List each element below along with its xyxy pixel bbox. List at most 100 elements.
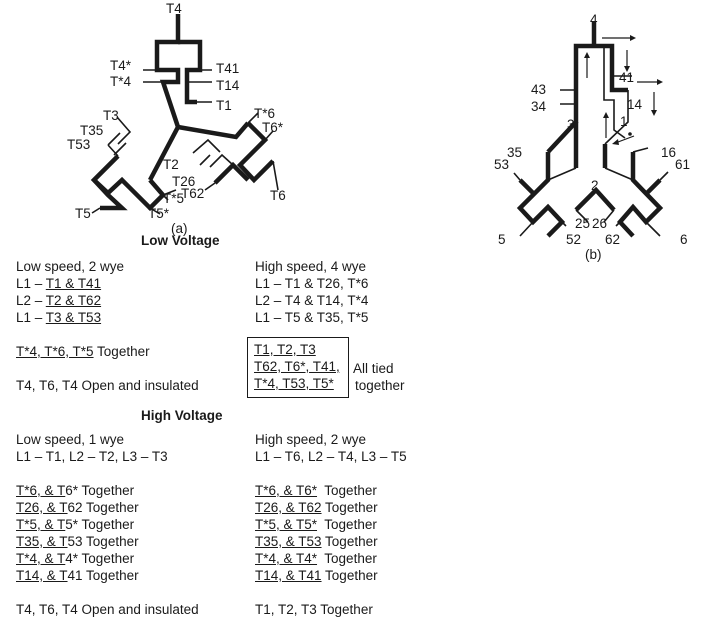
label-b-5: 5 [498,232,506,247]
pair-underlined: T*6, & T [16,483,66,498]
pair-rest: 62 Together [67,500,139,515]
hv-left-pair-3: T*5, & T5* Together [16,517,134,533]
lv-left-prefix: L1 – [16,276,46,291]
pair-underlined: T26, & T [16,500,68,515]
b-right-winding [616,152,664,238]
hv-left-pair-6: T14, & T41 Together [16,568,139,584]
label-tstar-4: T*4 [110,74,132,89]
label-t6: T6 [270,188,286,203]
label-t53: T53 [67,137,90,152]
label-tstar-5: T*5 [163,191,184,206]
hv-right-pair-3: T*5, & T5* Together [255,517,377,533]
label-tstar-6: T*6 [254,106,275,121]
pair-underlined: T*4, & T4* [255,551,318,566]
a-top-lead-t14 [143,69,212,103]
hv-right-line: L1 – T6, L2 – T4, L3 – T5 [255,449,407,464]
pair-rest: 6* Together [65,483,135,498]
lv-left-prefix: L1 – [16,310,46,325]
label-t14: T14 [216,78,240,93]
pair-rest: Together [317,517,377,532]
a-left-leads [91,132,177,215]
all-tied-box [247,337,349,398]
label-b-62: 62 [605,232,620,247]
label-t6-star: T6* [262,120,284,135]
label-b-61: 61 [675,157,690,172]
hv-left-pair-4: T35, & T53 Together [16,534,139,550]
pair-rest: Together [317,551,377,566]
b-center-winding [574,186,616,212]
label-b-6: 6 [680,232,688,247]
lv-left-line-2: L2 – T2 & T62 [16,293,101,309]
pair-rest: Together [317,483,377,498]
a-right-leads [204,112,279,191]
b-right-leads [547,147,669,237]
a-t3-branch [116,116,132,145]
label-b-34: 34 [531,99,547,114]
b-center-y [573,122,608,168]
a-t2-branch [192,138,221,166]
pair-rest: 4* Together [65,551,135,566]
a-left-connector [148,125,180,182]
box-note-all-tied: All tied [353,361,394,376]
high-voltage-title: High Voltage [141,408,223,423]
label-b-41: 41 [619,70,634,85]
lv-left-text: T2 & T62 [45,293,102,308]
hv-right-heading: High speed, 2 wye [255,432,367,447]
a-top-winding [154,14,181,128]
lv-left-line-3: L1 – T3 & T53 [16,310,101,326]
lv-right-line-1: L1 – T1 & T26, T*6 [255,276,369,291]
label-t3: T3 [103,108,119,123]
a-right-winding [236,121,275,184]
lv-together-suffix: Together [93,344,150,359]
lv-right-heading: High speed, 4 wye [255,259,367,274]
label-t2: T2 [163,157,179,172]
box-line-1: T1, T2, T3 [254,342,316,357]
lv-open-line: T4, T6, T4 Open and insulated [16,378,199,393]
hv-left-line: L1 – T1, L2 – T2, L3 – T3 [16,449,168,464]
hv-left-pair-2: T26, & T62 Together [16,500,139,516]
label-t35: T35 [80,123,103,138]
label-t4-star: T4* [110,58,132,73]
low-voltage-title: Low Voltage [141,233,220,248]
a-top-winding-right [178,39,203,105]
pair-underlined: T*5, & T [16,517,66,532]
b-left-winding [516,152,566,238]
label-t1: T1 [216,98,232,113]
pair-underlined: T35, & T53 [255,534,322,549]
b-arrowheads [584,35,663,145]
b-arrow-lines [586,37,657,143]
label-b-35: 35 [507,145,522,160]
label-t41: T41 [216,61,239,76]
lv-left-text: T3 & T53 [45,310,102,325]
label-t62: T62 [181,186,204,201]
pair-rest: Together [321,500,378,515]
lv-left-line-1: L1 – T1 & T41 [16,276,101,292]
label-b-53: 53 [494,157,509,172]
b-left-leads [513,160,567,237]
a-left-winding [90,154,167,212]
label-t5: T5 [75,206,91,221]
hv-right-pair-5: T*4, & T4* Together [255,551,377,567]
pair-underlined: T*5, & T5* [255,517,318,532]
label-b-2: 2 [591,178,599,193]
lv-together-underlined: T*4, T*6, T*5 [16,344,94,359]
label-t5-star: T5* [148,206,170,221]
pair-rest: 5* Together [65,517,135,532]
pair-underlined: T14, & T [16,568,68,583]
lv-right-line-2: L2 – T4 & T14, T*4 [255,293,369,308]
pair-rest: 53 Together [67,534,139,549]
label-b-52: 52 [566,232,581,247]
box-note-together: together [355,378,405,393]
hv-right-pair-4: T35, & T53 Together [255,534,378,550]
hv-left-heading: Low speed, 1 wye [16,432,125,447]
hv-right-pair-6: T14, & T41 Together [255,568,378,584]
pair-underlined: T*4, & T [16,551,66,566]
label-b-25: 25 [575,216,590,231]
pair-underlined: T26, & T62 [255,500,322,515]
label-b-16: 16 [661,145,676,160]
b-center-leads [575,209,615,223]
caption-a: (a) [171,221,188,236]
box-line-2: T62, T6*, T41, [254,359,340,374]
